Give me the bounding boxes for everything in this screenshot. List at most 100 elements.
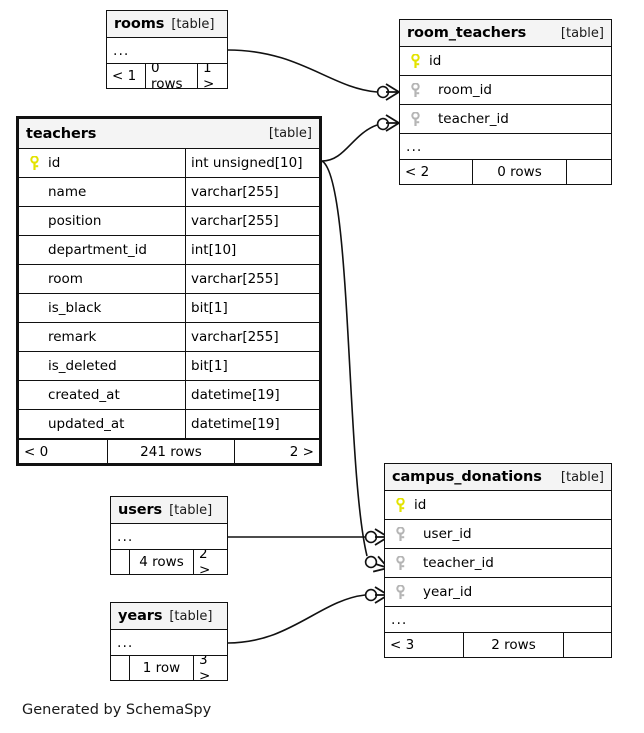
relationship-teachers-room_teachers xyxy=(321,114,400,162)
ellipsis-row-users: ... xyxy=(111,524,227,550)
footer-rows-teachers: 241 rows xyxy=(107,440,234,463)
table-tag-rooms: [table] xyxy=(171,16,215,32)
table-campus_donations[interactable]: campus_donations [table] id user_id xyxy=(384,463,612,658)
table-header-years: years [table] xyxy=(111,603,227,630)
column-campus_donations-year_id[interactable]: year_id xyxy=(385,578,611,607)
ellipsis-row-campus_donations: ... xyxy=(385,607,611,633)
column-label: department_id xyxy=(48,242,147,258)
column-label: updated_at xyxy=(48,416,125,432)
column-teachers-created_at[interactable]: created_at datetime[19] xyxy=(19,381,319,410)
table-rooms[interactable]: rooms [table] ... < 1 0 rows 1 > xyxy=(106,10,228,89)
column-label: position xyxy=(48,213,102,229)
footer-next-years[interactable]: 3 > xyxy=(193,656,227,680)
footer-next-rooms[interactable]: 1 > xyxy=(197,64,227,88)
key-placeholder-icon xyxy=(26,329,42,345)
column-label: year_id xyxy=(423,584,473,600)
footer-rows-users: 4 rows xyxy=(129,550,193,574)
primary-key-icon xyxy=(407,53,423,69)
footer-next-users[interactable]: 2 > xyxy=(193,550,227,574)
footer-rows-rooms: 0 rows xyxy=(145,64,197,88)
column-teachers-is_black[interactable]: is_black bit[1] xyxy=(19,294,319,323)
key-placeholder-icon xyxy=(26,416,42,432)
column-campus_donations-id[interactable]: id xyxy=(385,491,611,520)
table-teachers[interactable]: teachers [table] id int unsigned[10] nam… xyxy=(16,116,322,466)
table-title-users: users xyxy=(118,502,163,518)
column-teachers-room[interactable]: room varchar[255] xyxy=(19,265,319,294)
column-label: remark xyxy=(48,329,97,345)
column-room_teachers-id[interactable]: id xyxy=(400,47,611,76)
generated-by-caption: Generated by SchemaSpy xyxy=(22,702,212,718)
footer-prev-years[interactable] xyxy=(111,656,129,680)
column-teachers-remark[interactable]: remark varchar[255] xyxy=(19,323,319,352)
primary-key-icon xyxy=(26,155,42,171)
key-placeholder-icon xyxy=(26,300,42,316)
key-placeholder-icon xyxy=(26,271,42,287)
column-label: is_deleted xyxy=(48,358,117,374)
table-header-campus_donations: campus_donations [table] xyxy=(385,464,611,491)
column-type: varchar[255] xyxy=(185,323,319,351)
key-placeholder-icon xyxy=(26,358,42,374)
column-type: int[10] xyxy=(185,236,319,264)
column-campus_donations-user_id[interactable]: user_id xyxy=(385,520,611,549)
column-type: varchar[255] xyxy=(185,207,319,235)
table-footer-teachers: < 0 241 rows 2 > xyxy=(19,439,319,463)
table-title-room_teachers: room_teachers xyxy=(407,25,527,41)
ellipsis-row-room_teachers: ... xyxy=(400,134,611,160)
footer-next-teachers[interactable]: 2 > xyxy=(234,440,319,463)
table-header-rooms: rooms [table] xyxy=(107,11,227,38)
column-teachers-is_deleted[interactable]: is_deleted bit[1] xyxy=(19,352,319,381)
column-room_teachers-room_id[interactable]: room_id xyxy=(400,76,611,105)
table-title-campus_donations: campus_donations xyxy=(392,469,542,485)
column-type: varchar[255] xyxy=(185,178,319,206)
column-campus_donations-teacher_id[interactable]: teacher_id xyxy=(385,549,611,578)
column-label: room_id xyxy=(438,82,492,98)
footer-prev-users[interactable] xyxy=(111,550,129,574)
relationship-users-campus_donations xyxy=(228,528,389,546)
foreign-key-icon xyxy=(407,82,423,98)
relationship-years-campus_donations xyxy=(227,586,389,644)
column-teachers-position[interactable]: position varchar[255] xyxy=(19,207,319,236)
column-teachers-id[interactable]: id int unsigned[10] xyxy=(19,149,319,178)
table-title-years: years xyxy=(118,608,163,624)
table-tag-years: [table] xyxy=(169,608,213,624)
table-header-teachers: teachers [table] xyxy=(19,119,319,149)
table-years[interactable]: years [table] ... 1 row 3 > xyxy=(110,602,228,681)
table-header-room_teachers: room_teachers [table] xyxy=(400,20,611,47)
column-type: datetime[19] xyxy=(185,381,319,409)
ellipsis-row-years: ... xyxy=(111,630,227,656)
footer-prev-teachers[interactable]: < 0 xyxy=(24,443,49,460)
footer-rows-room_teachers: 0 rows xyxy=(472,160,566,184)
footer-prev-room_teachers[interactable]: < 2 xyxy=(405,164,430,180)
table-footer-room_teachers: < 2 0 rows xyxy=(400,160,611,184)
table-users[interactable]: users [table] ... 4 rows 2 > xyxy=(110,496,228,575)
ellipsis-row-rooms: ... xyxy=(107,38,227,64)
footer-next-room_teachers[interactable] xyxy=(566,160,611,184)
foreign-key-icon xyxy=(392,555,408,571)
footer-next-campus_donations[interactable] xyxy=(563,633,611,657)
footer-prev-campus_donations[interactable]: < 3 xyxy=(390,637,415,653)
column-teachers-department_id[interactable]: department_id int[10] xyxy=(19,236,319,265)
footer-rows-years: 1 row xyxy=(129,656,193,680)
column-label: name xyxy=(48,184,87,200)
foreign-key-icon xyxy=(407,111,423,127)
table-title-rooms: rooms xyxy=(114,16,165,32)
column-label: teacher_id xyxy=(438,111,509,127)
relationship-teachers-campus_donations xyxy=(321,160,392,577)
table-room_teachers[interactable]: room_teachers [table] id room_id xyxy=(399,19,612,185)
column-type: bit[1] xyxy=(185,352,319,380)
footer-prev-rooms[interactable]: < 1 xyxy=(112,68,137,84)
column-label: user_id xyxy=(423,526,472,542)
column-label: id xyxy=(48,155,61,171)
table-title-teachers: teachers xyxy=(26,125,97,142)
column-type: varchar[255] xyxy=(185,265,319,293)
column-teachers-updated_at[interactable]: updated_at datetime[19] xyxy=(19,410,319,439)
table-footer-years: 1 row 3 > xyxy=(111,656,227,680)
foreign-key-icon xyxy=(392,584,408,600)
key-placeholder-icon xyxy=(26,387,42,403)
footer-rows-campus_donations: 2 rows xyxy=(463,633,563,657)
key-placeholder-icon xyxy=(26,242,42,258)
table-header-users: users [table] xyxy=(111,497,227,524)
column-room_teachers-teacher_id[interactable]: teacher_id xyxy=(400,105,611,134)
column-teachers-name[interactable]: name varchar[255] xyxy=(19,178,319,207)
key-placeholder-icon xyxy=(26,213,42,229)
